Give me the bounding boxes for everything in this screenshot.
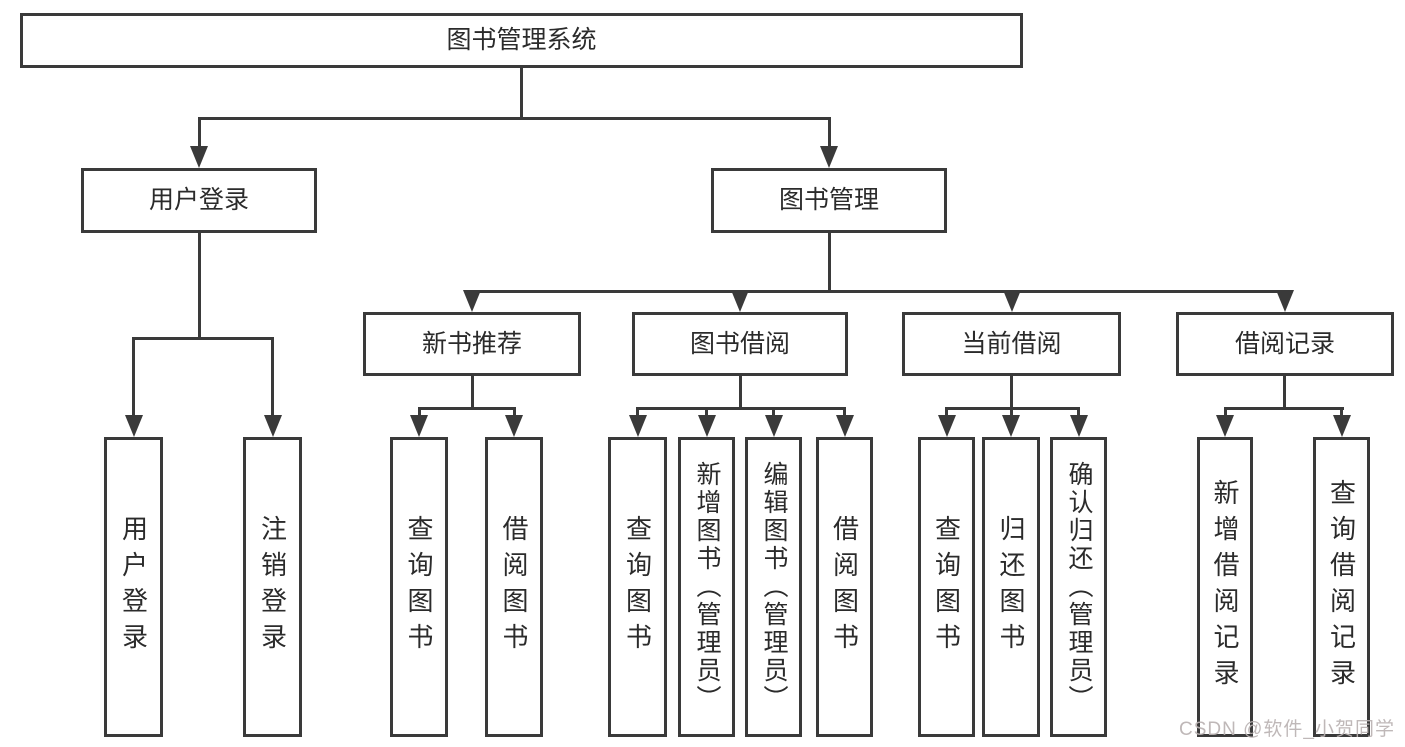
leaf-borrow-books-recommend: 借阅图书: [485, 437, 543, 737]
connector-line: [197, 117, 201, 149]
leaf-add-books-admin: 新增图书（管理员）: [678, 437, 735, 737]
node-book-management: 图书管理: [711, 168, 947, 233]
arrowhead-down-icon: [1002, 415, 1020, 437]
connector-line: [470, 376, 474, 407]
arrowhead-down-icon: [263, 415, 282, 437]
leaf-user-login: 用户登录: [104, 437, 163, 737]
leaf-confirm-return-admin: 确认归还（管理员）: [1050, 437, 1107, 737]
arrowhead-down-icon: [764, 415, 783, 437]
connector-line: [417, 407, 516, 410]
arrowhead-down-icon: [410, 415, 428, 437]
connector-line: [636, 407, 846, 410]
connector-line: [827, 233, 831, 290]
arrowhead-down-icon: [1275, 290, 1294, 312]
connector-line: [197, 233, 201, 337]
connector-line: [1223, 407, 1344, 410]
arrowhead-down-icon: [1069, 415, 1088, 437]
connector-line: [132, 337, 274, 340]
node-current-borrowing: 当前借阅: [902, 312, 1121, 376]
leaf-return-books: 归还图书: [982, 437, 1040, 737]
arrowhead-down-icon: [835, 415, 854, 437]
connector-line: [470, 290, 1286, 293]
connector-line: [417, 407, 421, 418]
csdn-watermark: CSDN @软件_小贺同学: [1179, 719, 1395, 740]
connector-line: [945, 407, 1080, 410]
arrowhead-down-icon: [697, 415, 716, 437]
connector-line: [772, 407, 775, 418]
node-borrowing-records: 借阅记录: [1176, 312, 1394, 376]
connector-line: [132, 337, 135, 417]
connector-line: [705, 407, 708, 418]
arrowhead-down-icon: [731, 290, 749, 312]
connector-line: [1077, 407, 1080, 418]
leaf-add-borrow-record: 新增借阅记录: [1197, 437, 1253, 737]
arrowhead-down-icon: [463, 290, 481, 312]
connector-line: [945, 407, 948, 418]
node-library-management-system: 图书管理系统: [20, 13, 1023, 68]
connector-line: [636, 407, 639, 418]
connector-line: [512, 407, 516, 418]
arrowhead-down-icon: [1216, 415, 1234, 437]
connector-line: [271, 337, 274, 417]
leaf-logout: 注销登录: [243, 437, 302, 737]
arrowhead-down-icon: [124, 415, 143, 437]
connector-line: [827, 117, 831, 149]
connector-line: [1223, 407, 1227, 418]
leaf-query-books-borrow: 查询图书: [608, 437, 667, 737]
arrowhead-down-icon: [820, 146, 838, 168]
connector-line: [1009, 376, 1013, 407]
connector-line: [519, 68, 523, 118]
arrowhead-down-icon: [190, 146, 208, 168]
connector-line: [197, 117, 831, 120]
connector-line: [738, 376, 742, 407]
arrowhead-down-icon: [505, 415, 523, 437]
leaf-borrow-books: 借阅图书: [816, 437, 873, 737]
node-book-borrowing: 图书借阅: [632, 312, 848, 376]
node-user-login: 用户登录: [81, 168, 317, 233]
connector-line: [1340, 407, 1343, 418]
arrowhead-down-icon: [1002, 290, 1021, 312]
arrowhead-down-icon: [628, 415, 647, 437]
arrowhead-down-icon: [937, 415, 956, 437]
connector-line: [843, 407, 846, 418]
leaf-query-books-current: 查询图书: [918, 437, 975, 737]
node-new-book-recommendation: 新书推荐: [363, 312, 581, 376]
connector-line: [1283, 376, 1286, 407]
arrowhead-down-icon: [1332, 415, 1351, 437]
leaf-query-borrow-record: 查询借阅记录: [1313, 437, 1370, 737]
connector-line: [1009, 407, 1013, 418]
leaf-query-books-recommend: 查询图书: [390, 437, 448, 737]
leaf-edit-books-admin: 编辑图书（管理员）: [745, 437, 802, 737]
